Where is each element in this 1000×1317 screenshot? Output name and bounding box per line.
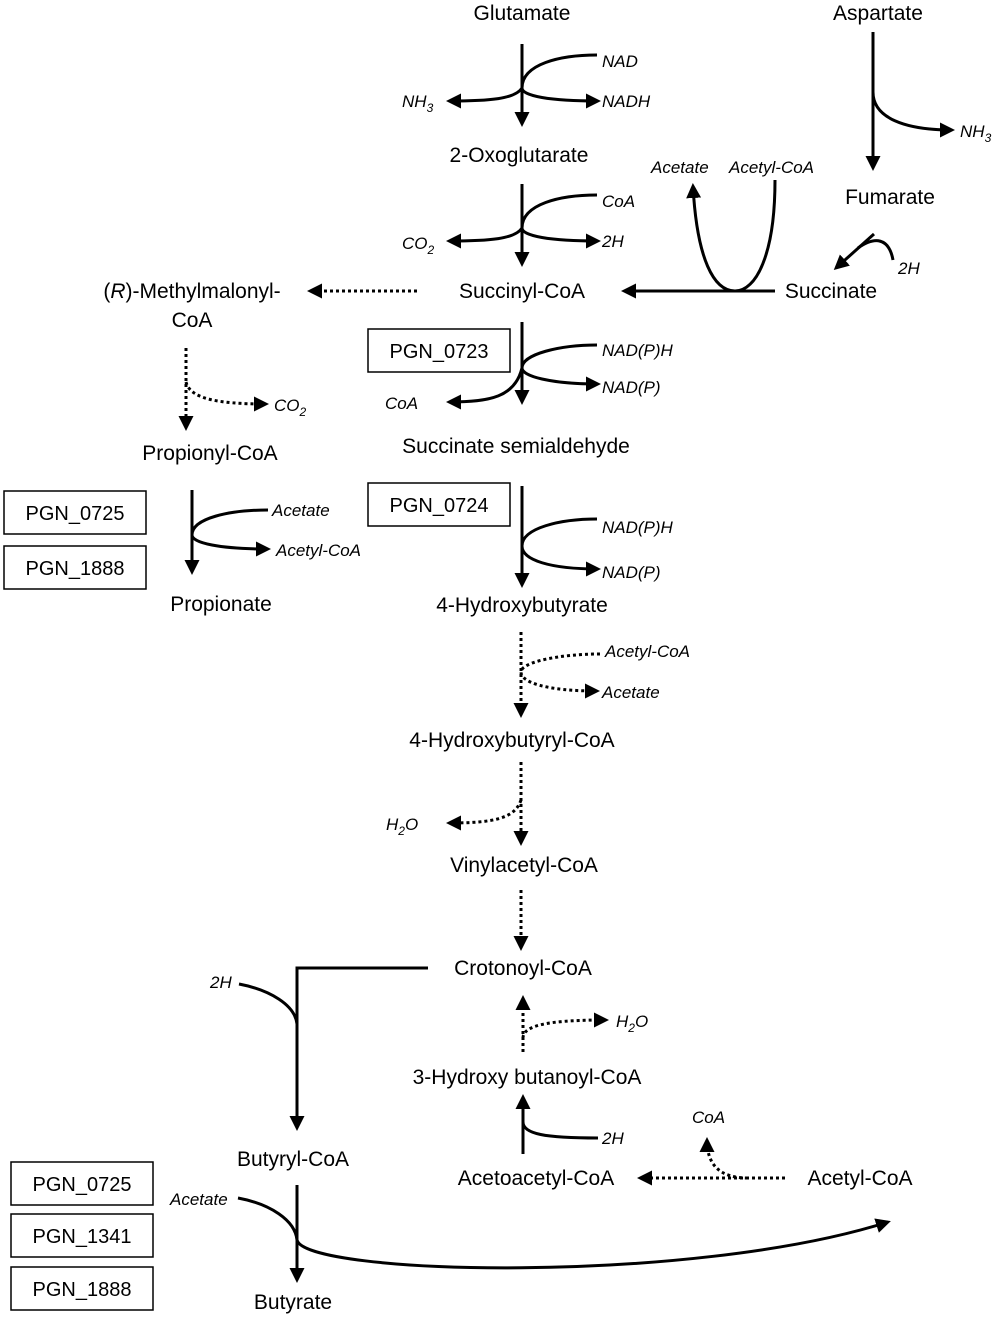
cofactor-coa: CoA (692, 1108, 725, 1127)
reaction-propionyl-coa-to-propionate (184, 490, 271, 575)
aspartate-label: Aspartate (833, 2, 923, 25)
succinate-semialdehyde-label: Succinate semialdehyde (402, 435, 630, 458)
cofactor-nadp: NAD(P) (602, 378, 661, 397)
reaction-hydroxybutyrate-to-hydroxybutyryl-coa (513, 632, 601, 718)
cofactor-nadp: NAD(P) (602, 563, 661, 582)
reaction-aspartate-to-fumarate (865, 32, 955, 171)
vinylacetyl-coa-label: Vinylacetyl-CoA (450, 854, 598, 877)
cofactor-nadh: NADH (602, 92, 651, 111)
hydroxybutyrate-label: 4-Hydroxybutyrate (436, 594, 608, 617)
cofactor-h2o: H2O (616, 1012, 648, 1035)
cofactor-nad: NAD (602, 52, 638, 71)
methylmalonyl-coa-label: (R)-Methylmalonyl- (103, 280, 280, 303)
oxoglutarate-label: 2-Oxoglutarate (450, 144, 589, 167)
acetoacetyl-coa-label: Acetoacetyl-CoA (458, 1167, 614, 1190)
reaction-hydroxybutyryl-to-vinylacetyl-coa (446, 762, 529, 846)
cofactor-coa: CoA (602, 192, 635, 211)
methylmalonyl-coa-label-line2: CoA (172, 309, 213, 332)
reaction-succinate-to-succinyl-coa (621, 179, 777, 299)
reaction-butyryl-coa-to-butyrate (237, 1185, 891, 1283)
reaction-oxoglutarate-to-succinyl-coa (446, 184, 601, 267)
gene-box-pgn-0725-propionate: PGN_0725 (3, 490, 147, 535)
succinyl-coa-label: Succinyl-CoA (459, 280, 585, 303)
cofactor-acetate: Acetate (601, 683, 660, 702)
reaction-fumarate-to-succinate (833, 232, 895, 271)
cofactor-2h: 2H (897, 259, 920, 278)
cofactor-h2o: H2O (386, 815, 418, 838)
cofactor-nadph: NAD(P)H (602, 518, 674, 537)
butyrate-label: Butyrate (254, 1291, 332, 1314)
reaction-succinyl-coa-to-semialdehyde (446, 322, 601, 410)
gene-label: PGN_0723 (390, 341, 489, 363)
cofactor-2h: 2H (209, 973, 232, 992)
gene-box-pgn-0723: PGN_0723 (367, 328, 511, 373)
gene-label: PGN_0725 (33, 1174, 132, 1196)
gene-label: PGN_1888 (26, 558, 125, 580)
crotonoyl-coa-label: Crotonoyl-CoA (454, 957, 592, 980)
reaction-glutamate-to-oxoglutarate (446, 44, 601, 127)
butyryl-coa-label: Butyryl-CoA (237, 1148, 349, 1171)
fumarate-label: Fumarate (845, 186, 935, 209)
cofactor-acetate: Acetate (271, 501, 330, 520)
cofactor-nh3: NH3 (960, 122, 992, 145)
gene-box-pgn-1341: PGN_1341 (10, 1213, 154, 1258)
hydroxybutyryl-coa-label: 4-Hydroxybutyryl-CoA (409, 729, 614, 752)
cofactor-nadph: NAD(P)H (602, 341, 674, 360)
cofactor-co2: CO2 (274, 396, 307, 419)
propionyl-coa-label: Propionyl-CoA (142, 442, 277, 465)
gene-box-pgn-0725-butyrate: PGN_0725 (10, 1161, 154, 1206)
cofactor-acetate: Acetate (650, 158, 709, 177)
reaction-semialdehyde-to-hydroxybutyrate (514, 486, 601, 588)
cofactor-acetyl-coa: Acetyl-CoA (604, 642, 690, 661)
reaction-methylmalonyl-to-propionyl-coa (178, 348, 269, 431)
reaction-acetoacetyl-to-hydroxybutanoyl-coa (515, 1094, 599, 1154)
propionate-label: Propionate (170, 593, 272, 616)
hydroxybutanoyl-coa-label: 3-Hydroxy butanoyl-CoA (413, 1066, 642, 1089)
gene-box-pgn-1888-propionate: PGN_1888 (3, 545, 147, 590)
gene-label: PGN_0724 (390, 495, 489, 517)
cofactor-acetyl-coa: Acetyl-CoA (728, 158, 814, 177)
reaction-hydroxybutanoyl-to-crotonoyl-coa (515, 995, 609, 1052)
cofactor-acetate: Acetate (169, 1190, 228, 1209)
cofactor-2h: 2H (601, 232, 624, 251)
succinate-label: Succinate (785, 280, 877, 303)
glutamate-label: Glutamate (474, 2, 571, 25)
gene-label: PGN_0725 (26, 503, 125, 525)
gene-box-pgn-0724: PGN_0724 (367, 482, 511, 527)
cofactor-coa: CoA (385, 394, 418, 413)
gene-label: PGN_1341 (33, 1226, 132, 1248)
acetyl-coa-label: Acetyl-CoA (807, 1167, 912, 1190)
cofactor-nh3: NH3 (402, 92, 434, 115)
gene-box-pgn-1888-butyrate: PGN_1888 (10, 1266, 154, 1311)
cofactor-2h: 2H (601, 1129, 624, 1148)
gene-label: PGN_1888 (33, 1279, 132, 1301)
reaction-crotonoyl-to-butyryl-coa (238, 966, 428, 1131)
cofactor-acetyl-coa: Acetyl-CoA (275, 541, 361, 560)
reaction-acetyl-to-acetoacetyl-coa (637, 1137, 785, 1186)
cofactor-co2: CO2 (402, 234, 435, 257)
